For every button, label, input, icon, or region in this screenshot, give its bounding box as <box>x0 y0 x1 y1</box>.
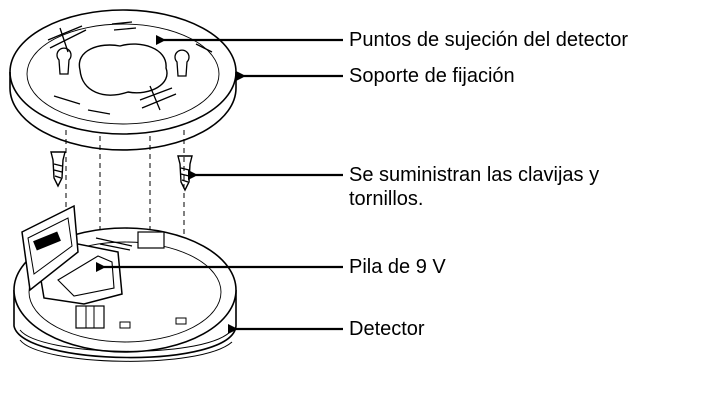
label-mounting-bracket: Soporte de fijación <box>349 65 515 87</box>
label-screws-supplied-line2: tornillos. <box>349 188 424 210</box>
mounting-bracket-drawing <box>9 9 237 151</box>
battery-drawing <box>21 204 123 305</box>
leader-lines <box>96 35 343 334</box>
label-attachment-points: Puntos de sujeción del detector <box>349 29 629 51</box>
label-battery: Pila de 9 V <box>349 256 446 278</box>
label-screws-supplied-line1: Se suministran las clavijas y <box>349 164 600 186</box>
label-screws-supplied: Se suministran las clavijas y tornillos. <box>349 163 689 211</box>
screws-drawing <box>50 151 193 192</box>
label-detector: Detector <box>349 318 425 340</box>
